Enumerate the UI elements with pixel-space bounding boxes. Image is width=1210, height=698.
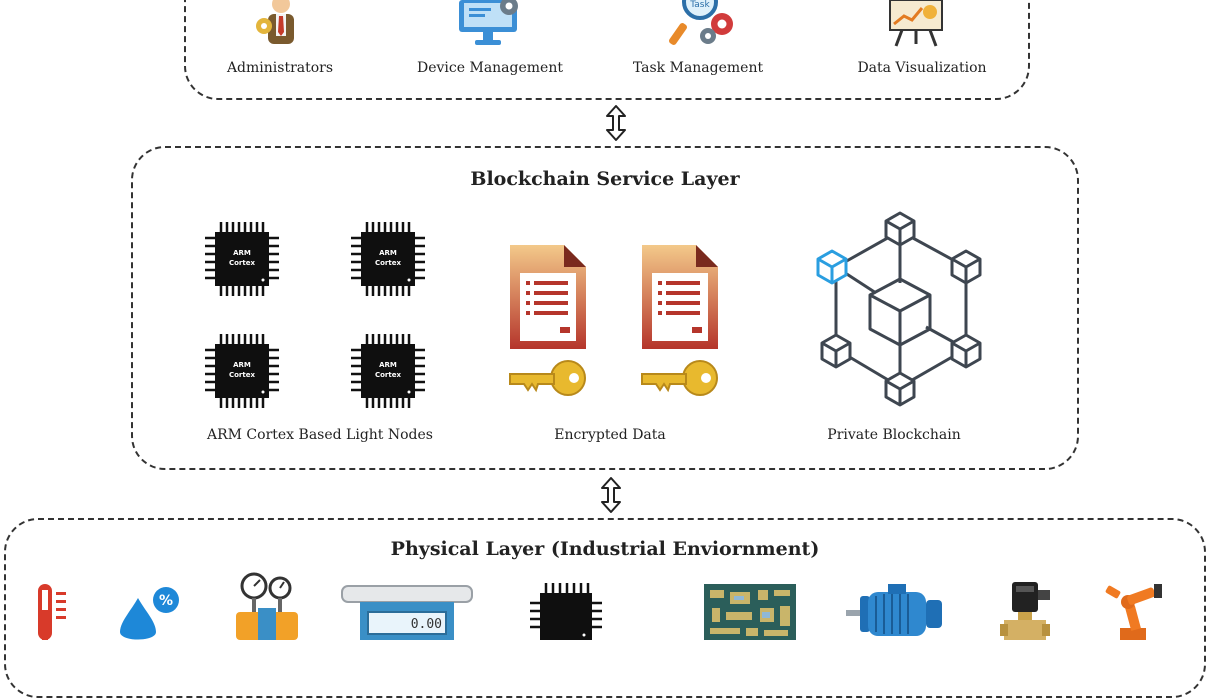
administrators-label: Administrators <box>226 60 334 76</box>
robot-arm-icon <box>1105 584 1162 640</box>
microcontroller-icon <box>530 583 602 640</box>
chart-board-icon <box>889 0 943 47</box>
chip-label-line2: Cortex <box>229 371 255 379</box>
blockchain-service-layer-box: Blockchain Service Layer <box>131 146 1079 470</box>
svg-text:%: % <box>159 593 173 609</box>
chip-label-line2: Cortex <box>229 259 255 267</box>
blockchain-layer-title: Blockchain Service Layer <box>470 168 740 190</box>
chip-label-line1: ARM <box>233 361 251 369</box>
private-blockchain-label: Private Blockchain <box>827 427 961 443</box>
task-magnifier-gear-icon: Task <box>669 0 733 45</box>
arm-cortex-chip-icon: ARM Cortex <box>351 334 425 408</box>
weighing-scale-icon: 0.00 <box>341 585 473 640</box>
chip-label-line1: ARM <box>233 249 251 257</box>
pressure-gauge-icon <box>236 572 298 640</box>
administrator-icon <box>256 0 294 44</box>
thermometer-icon <box>38 584 66 640</box>
chip-label-line1: ARM <box>379 249 397 257</box>
solenoid-valve-icon <box>1000 582 1050 640</box>
humidity-drop-icon: % <box>120 587 179 640</box>
arm-cortex-chip-icon: ARM Cortex <box>351 222 425 296</box>
scale-reading: 0.00 <box>411 617 442 632</box>
data-visualization-label: Data Visualization <box>857 60 987 76</box>
application-layer-box <box>184 0 1030 100</box>
key-icon <box>641 360 718 396</box>
task-management-label: Task Management <box>632 60 764 76</box>
arm-nodes-label: ARM Cortex Based Light Nodes <box>207 427 433 443</box>
physical-layer-title: Physical Layer (Industrial Enviornment) <box>390 538 820 560</box>
key-icon <box>509 360 586 396</box>
arm-cortex-chip-icon: ARM Cortex <box>205 334 279 408</box>
encrypted-data-label: Encrypted Data <box>554 427 666 443</box>
circuit-board-icon <box>704 584 796 640</box>
chip-label-line1: ARM <box>379 361 397 369</box>
bidirectional-arrow-icon <box>606 105 626 141</box>
monitor-gear-icon <box>459 0 518 45</box>
encrypted-document-icon <box>642 245 718 349</box>
chip-label-line2: Cortex <box>375 259 401 267</box>
task-text: Task <box>689 0 710 10</box>
chip-label-line2: Cortex <box>375 371 401 379</box>
device-management-label: Device Management <box>417 60 563 76</box>
bidirectional-arrow-icon <box>601 477 621 513</box>
encrypted-document-icon <box>510 245 586 349</box>
private-blockchain-network-icon <box>816 211 982 407</box>
arm-cortex-chip-icon: ARM Cortex <box>205 222 279 296</box>
electric-motor-icon <box>846 584 942 636</box>
